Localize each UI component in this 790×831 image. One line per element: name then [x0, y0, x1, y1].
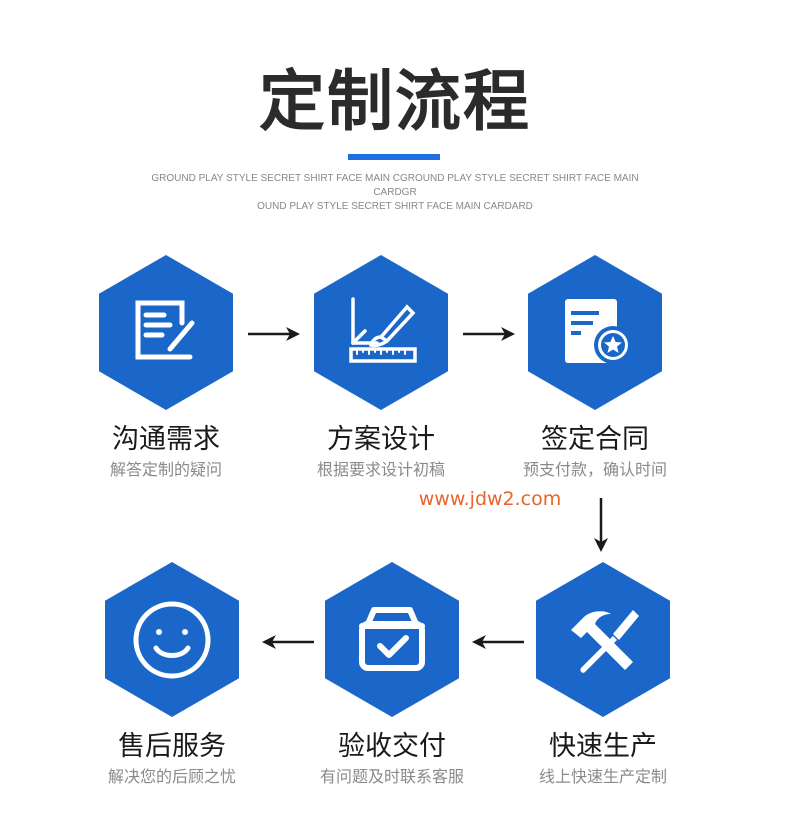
step-4-title: 快速生产 [549, 731, 657, 762]
step-5-hexagon [325, 562, 459, 717]
step-2-desc: 根据要求设计初稿 [316, 460, 445, 479]
step-6-title: 售后服务 [118, 731, 226, 762]
edit-document-icon [135, 300, 195, 359]
arrow-left-icon [262, 635, 314, 649]
page-title: 定制流程 [259, 63, 531, 140]
smiley-icon [133, 601, 211, 678]
subtitle: GROUND PLAY STYLE SECRET SHIRT FACE MAIN… [140, 172, 650, 214]
box-check-icon [359, 606, 425, 671]
step-2-hexagon [314, 255, 448, 410]
step-4-hexagon [536, 562, 670, 717]
step-3-hexagon [528, 255, 662, 410]
step-2-title: 方案设计 [327, 424, 435, 455]
step-4-desc: 线上快速生产定制 [538, 767, 667, 786]
step-3-desc: 预支付款，确认时间 [522, 460, 667, 479]
step-3-title: 签定合同 [541, 424, 649, 455]
hammer-screwdriver-icon [571, 609, 639, 673]
arrow-right-icon [248, 327, 300, 341]
arrow-right-icon [463, 327, 515, 341]
watermark-url: www.jdw2.com [418, 488, 562, 510]
title-underline [348, 154, 440, 160]
subtitle-line-2: OUND PLAY STYLE SECRET SHIRT FACE MAIN C… [257, 201, 533, 212]
step-1-desc: 解答定制的疑问 [109, 460, 222, 479]
contract-star-icon [565, 298, 632, 364]
arrow-down-icon [594, 498, 608, 552]
step-1-hexagon [99, 255, 233, 410]
arrow-left-icon [472, 635, 524, 649]
step-5-title: 验收交付 [338, 731, 446, 762]
subtitle-line-1: GROUND PLAY STYLE SECRET SHIRT FACE MAIN… [151, 173, 639, 198]
step-6-hexagon [105, 562, 239, 717]
design-ruler-brush-icon [349, 296, 417, 363]
step-6-desc: 解决您的后顾之忧 [107, 767, 236, 786]
step-5-desc: 有问题及时联系客服 [319, 767, 464, 786]
step-1-title: 沟通需求 [112, 424, 220, 455]
